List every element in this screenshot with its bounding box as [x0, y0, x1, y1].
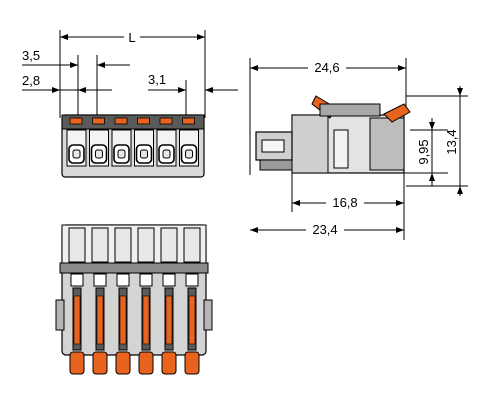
front-pole-contact: [140, 149, 148, 159]
top-pole-guide: [137, 227, 155, 263]
front-pole-contact: [117, 149, 126, 159]
top-pole-window: [70, 273, 84, 287]
dim-label-2-8: 2,8: [22, 73, 40, 88]
top-pole-orange-lever: [119, 295, 127, 345]
dim-label-3-5: 3,5: [22, 48, 40, 63]
top-pole-window: [185, 273, 199, 287]
front-pole-group: [66, 117, 199, 167]
front-pole-release-tab: [137, 117, 150, 125]
top-pole-orange-lever: [142, 295, 150, 345]
top-pole-push-button: [138, 351, 154, 375]
top-pole-window: [139, 273, 153, 287]
dim-label-23-4: 23,4: [312, 222, 337, 237]
front-pole-contact: [95, 149, 103, 159]
top-pole-window: [116, 273, 130, 287]
front-pole-contact: [162, 149, 171, 159]
top-pole-orange-lever: [96, 295, 104, 345]
front-pole-release-tab: [69, 117, 83, 125]
front-pole-release-tab: [159, 117, 173, 125]
top-pole-orange-lever: [188, 295, 196, 345]
top-pole-window: [162, 273, 176, 287]
front-pole-contact: [72, 149, 81, 159]
top-pole-push-button: [69, 351, 85, 375]
top-pole-orange-lever: [73, 295, 81, 345]
top-view: [55, 224, 213, 375]
front-pole-release-tab: [114, 117, 128, 125]
top-pole-guide: [114, 227, 132, 263]
top-pole-guide: [91, 227, 109, 263]
top-pole-push-button: [184, 351, 200, 375]
dim-label-24-6: 24,6: [314, 60, 339, 75]
front-pole-release-tab: [182, 117, 195, 125]
dim-label-3-1: 3,1: [148, 72, 166, 87]
front-pole-contact: [185, 149, 193, 159]
top-pole-guide: [183, 227, 201, 263]
top-pole-push-button: [92, 351, 108, 375]
dim-label-9-95: 9,95: [416, 139, 431, 164]
top-pole-group: [68, 227, 201, 375]
side-view: 24,6 9,95 13,4 16,8: [249, 58, 468, 240]
release-lever-front: [383, 103, 411, 123]
front-pole-release-tab: [92, 117, 105, 125]
dim-label-L: L: [128, 30, 135, 45]
top-pole-guide: [160, 227, 178, 263]
dim-label-16-8: 16,8: [332, 195, 357, 210]
top-pole-guide: [68, 227, 86, 263]
front-view: L 3,5 2,8 3,1: [22, 29, 238, 178]
top-pole-push-button: [161, 351, 177, 375]
dim-label-13-4: 13,4: [444, 129, 459, 154]
top-pole-window: [93, 273, 107, 287]
top-pole-orange-lever: [165, 295, 173, 345]
top-pole-push-button: [115, 351, 131, 375]
